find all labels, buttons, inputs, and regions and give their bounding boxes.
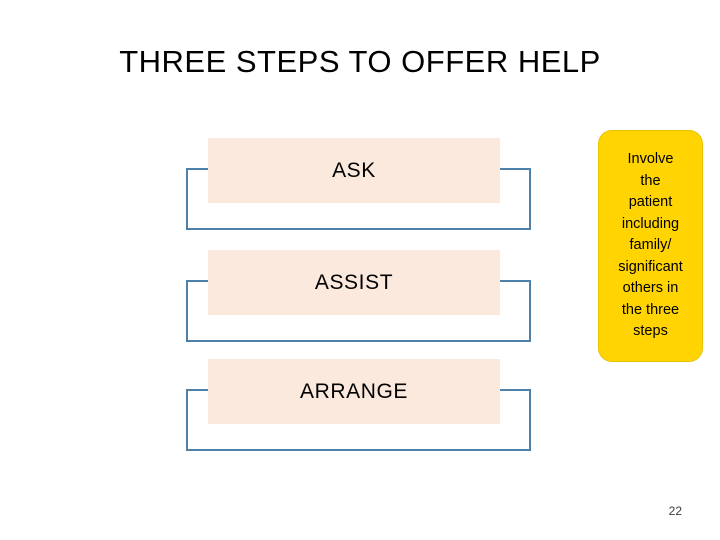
step-label: ASK (332, 158, 376, 182)
page-title: THREE STEPS TO OFFER HELP (119, 44, 601, 79)
step-item-ask: ASK (186, 138, 531, 233)
step-item-assist: ASSIST (186, 250, 531, 345)
step-item-arrange: ARRANGE (186, 359, 531, 454)
step-label: ASSIST (314, 270, 394, 294)
page-number: 22 (668, 504, 682, 518)
step-box: ARRANGE (208, 359, 500, 424)
involve-patient-callout: Involve the patient including family/ si… (598, 130, 703, 362)
step-box: ASSIST (208, 250, 500, 315)
step-label: ARRANGE (299, 379, 409, 403)
involve-patient-text: Involve the patient including family/ si… (618, 151, 683, 340)
step-box: ASK (208, 138, 500, 203)
